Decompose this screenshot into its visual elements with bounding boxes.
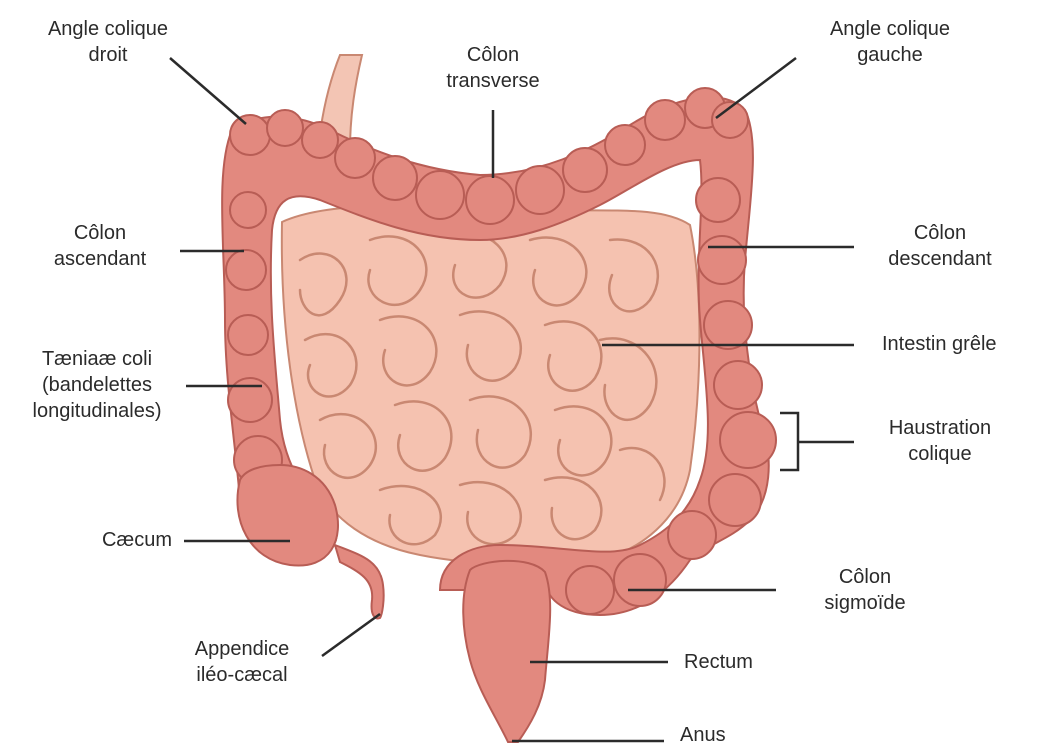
label-sigmoid-colon: Côlon sigmoïde [790, 564, 940, 616]
label-transverse-colon: Côlon transverse [418, 42, 568, 94]
label-small-intestine: Intestin grêle [882, 331, 997, 357]
label-taeniae-coli: Tæniaæ coli (bandelettes longitudinales) [2, 346, 192, 424]
label-left-colic-flexure: Angle colique gauche [790, 16, 990, 68]
label-caecum: Cæcum [40, 527, 172, 553]
label-rectum: Rectum [684, 649, 753, 675]
label-descending-colon: Côlon descendant [860, 220, 1020, 272]
label-appendix: Appendice iléo-cæcal [172, 636, 312, 688]
label-anus: Anus [680, 722, 726, 748]
small-intestine [282, 206, 700, 565]
appendix [335, 545, 384, 618]
rectum [463, 561, 550, 742]
label-right-colic-flexure: Angle colique droit [8, 16, 208, 68]
label-ascending-colon: Côlon ascendant [30, 220, 170, 272]
label-haustra: Haustration colique [860, 415, 1020, 467]
